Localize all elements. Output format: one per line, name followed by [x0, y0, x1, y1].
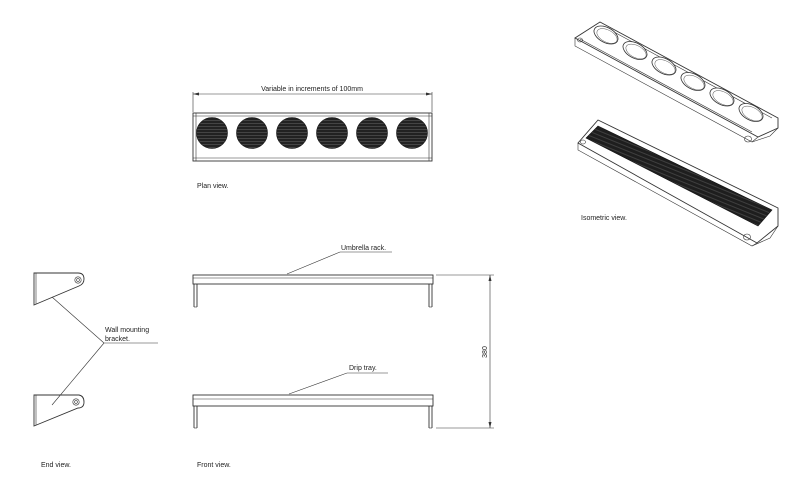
height-dimension-label: 380 [482, 346, 489, 358]
plan-hole [276, 117, 308, 149]
plan-holes [196, 117, 428, 149]
plan-width-dimension: Variable in increments of 100mm [192, 86, 433, 112]
iso-hole [622, 41, 648, 60]
plan-rack-outline [192, 112, 433, 162]
plan-view-label: Plan view. [197, 183, 229, 190]
iso-hole-inner [712, 90, 734, 106]
end-view-bottom-bracket [33, 394, 85, 427]
wall-bracket-label-line2: bracket. [105, 336, 130, 343]
umbrella-rack-label: Umbrella rack. [341, 245, 386, 252]
drip-tray-label: Drip tray. [349, 365, 377, 372]
end-view: Wall mounting bracket. End view. [33, 272, 158, 469]
front-drip-tray [192, 394, 434, 429]
iso-hole-inner [654, 59, 676, 75]
plan-hole [356, 117, 388, 149]
plan-hole [196, 117, 228, 149]
iso-hole [593, 25, 619, 45]
iso-umbrella-rack [574, 21, 779, 143]
iso-hole-inner [625, 43, 647, 60]
iso-hole [680, 72, 706, 91]
plan-hole [316, 117, 348, 149]
wall-bracket-label-line1: Wall mounting [105, 327, 149, 334]
isometric-view: Isometric view. [574, 21, 779, 247]
variable-dimension-label: Variable in increments of 100mm [261, 86, 363, 93]
iso-hole [709, 87, 735, 107]
plan-view: Variable in increments of 100mm Plan vie… [192, 86, 433, 190]
end-view-top-bracket [33, 272, 85, 306]
iso-hole-inner [596, 28, 618, 44]
iso-drip-tray [577, 119, 779, 247]
height-dimension: 380 [436, 274, 494, 429]
isometric-view-label: Isometric view. [581, 215, 627, 222]
iso-hole-inner [741, 105, 763, 122]
front-umbrella-rack [192, 274, 434, 308]
front-view-label: Front view. [197, 462, 231, 469]
plan-hole [236, 117, 268, 149]
plan-hole [396, 117, 428, 149]
iso-hole-inner [683, 74, 705, 91]
end-view-label: End view. [41, 462, 71, 469]
front-view: Umbrella rack. Drip tray. 380 Front view… [192, 245, 494, 469]
iso-hole [651, 56, 677, 76]
iso-rack-holes [593, 25, 764, 122]
iso-hole [738, 103, 764, 122]
